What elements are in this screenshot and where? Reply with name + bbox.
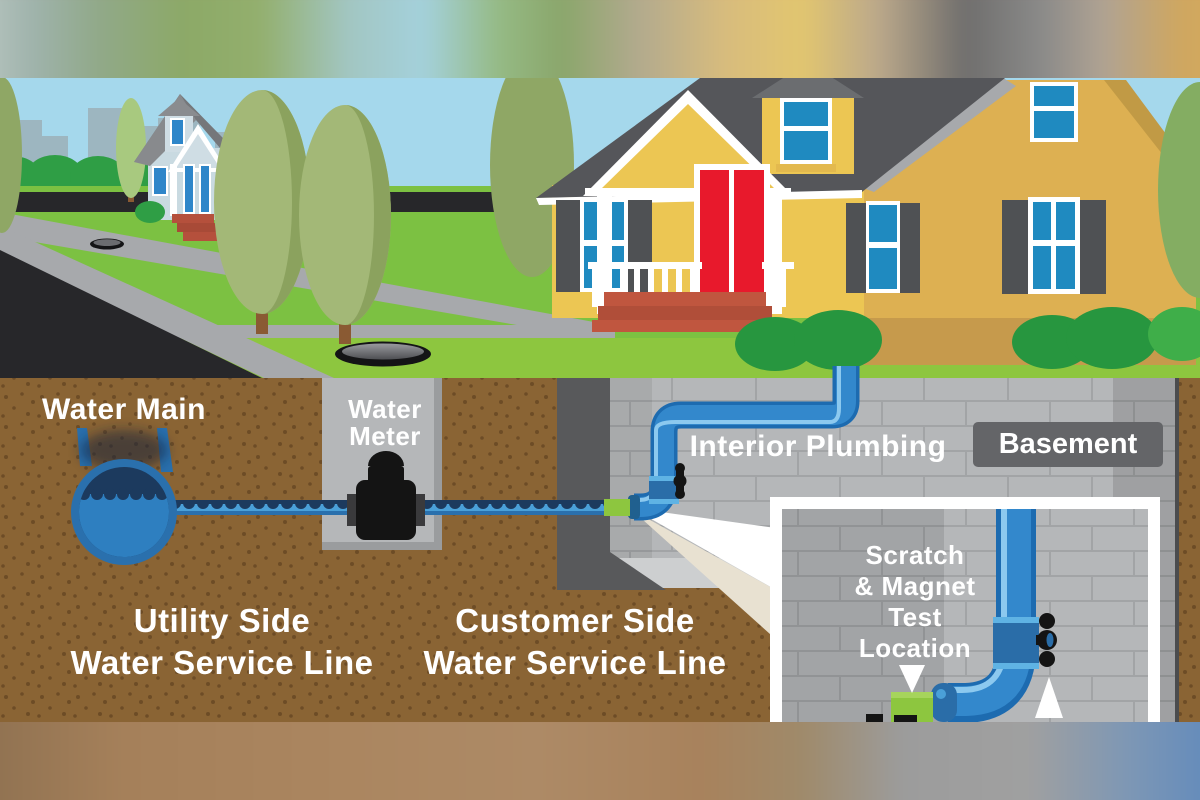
small-house-steps	[172, 214, 231, 241]
inset-box	[770, 497, 1160, 722]
water-main-label: Water Main	[42, 393, 206, 426]
scratch-label-line3: Test	[888, 602, 942, 632]
porch-railing	[588, 262, 794, 307]
callout-wedge	[632, 508, 790, 652]
curb-diagonal	[0, 226, 334, 378]
water-meter-label-line1: Water	[348, 394, 422, 424]
dormer-window	[172, 120, 183, 144]
utility-side-line2: Water Service Line	[70, 644, 374, 681]
customer-side-label: Customer Side Water Service Line	[415, 600, 735, 684]
arrow-down-icon	[899, 665, 925, 693]
scratch-magnet-test-label: Scratch & Magnet Test Location	[815, 540, 1015, 664]
basement-badge: Basement	[973, 422, 1163, 467]
porch	[583, 90, 794, 332]
scene-graphics	[0, 78, 1200, 722]
customer-side-line1: Customer Side	[455, 602, 695, 639]
water-meter-label: Water Meter	[326, 396, 444, 450]
attic-window	[1030, 82, 1078, 142]
front-door	[694, 164, 770, 294]
tree-large-2	[299, 105, 391, 344]
tree-narrow	[116, 98, 146, 202]
scratch-marks	[866, 714, 917, 722]
water-main-pipe	[71, 428, 177, 565]
arrow-up-icon	[1035, 677, 1063, 718]
inset-valve-handle	[1036, 613, 1057, 667]
dormer	[752, 78, 864, 174]
street-diagonal	[0, 226, 334, 378]
inset-valve-fitting	[993, 617, 1039, 669]
front-steps	[592, 292, 778, 332]
test-point-green	[604, 499, 630, 516]
porch-door	[185, 166, 193, 212]
window-right-wing	[1002, 197, 1106, 294]
manhole-small	[90, 238, 124, 250]
foundation-wall	[557, 378, 666, 590]
porch-window	[201, 166, 209, 212]
tree-large-1	[214, 90, 310, 334]
tree-far-left	[0, 78, 22, 233]
bush	[135, 201, 165, 223]
inset-joint	[931, 683, 957, 722]
large-house	[536, 78, 1200, 365]
illustration-scene: Water Main Water Meter Interior Plumbing…	[0, 78, 1200, 722]
customer-side-line2: Water Service Line	[423, 644, 727, 681]
tree-right-edge	[1158, 82, 1200, 298]
water-meter-label-line2: Meter	[349, 421, 421, 451]
utility-side-label: Utility Side Water Service Line	[62, 600, 382, 684]
water-meter-device	[347, 451, 425, 540]
scratch-label-line2: & Magnet	[854, 571, 976, 601]
window-corner	[846, 201, 920, 293]
utility-side-line1: Utility Side	[133, 602, 311, 639]
manhole-large	[335, 341, 431, 367]
scratch-label-line1: Scratch	[865, 540, 965, 570]
interior-plumbing-label: Interior Plumbing	[689, 430, 947, 463]
small-house-window	[154, 168, 166, 194]
top-blur-band	[0, 0, 1200, 78]
pipe-end-cap	[628, 495, 640, 519]
shutoff-valve	[673, 463, 687, 499]
bottom-blur-band	[0, 722, 1200, 800]
foundation-bushes	[735, 307, 1200, 371]
scratch-label-line4: Location	[858, 633, 972, 663]
